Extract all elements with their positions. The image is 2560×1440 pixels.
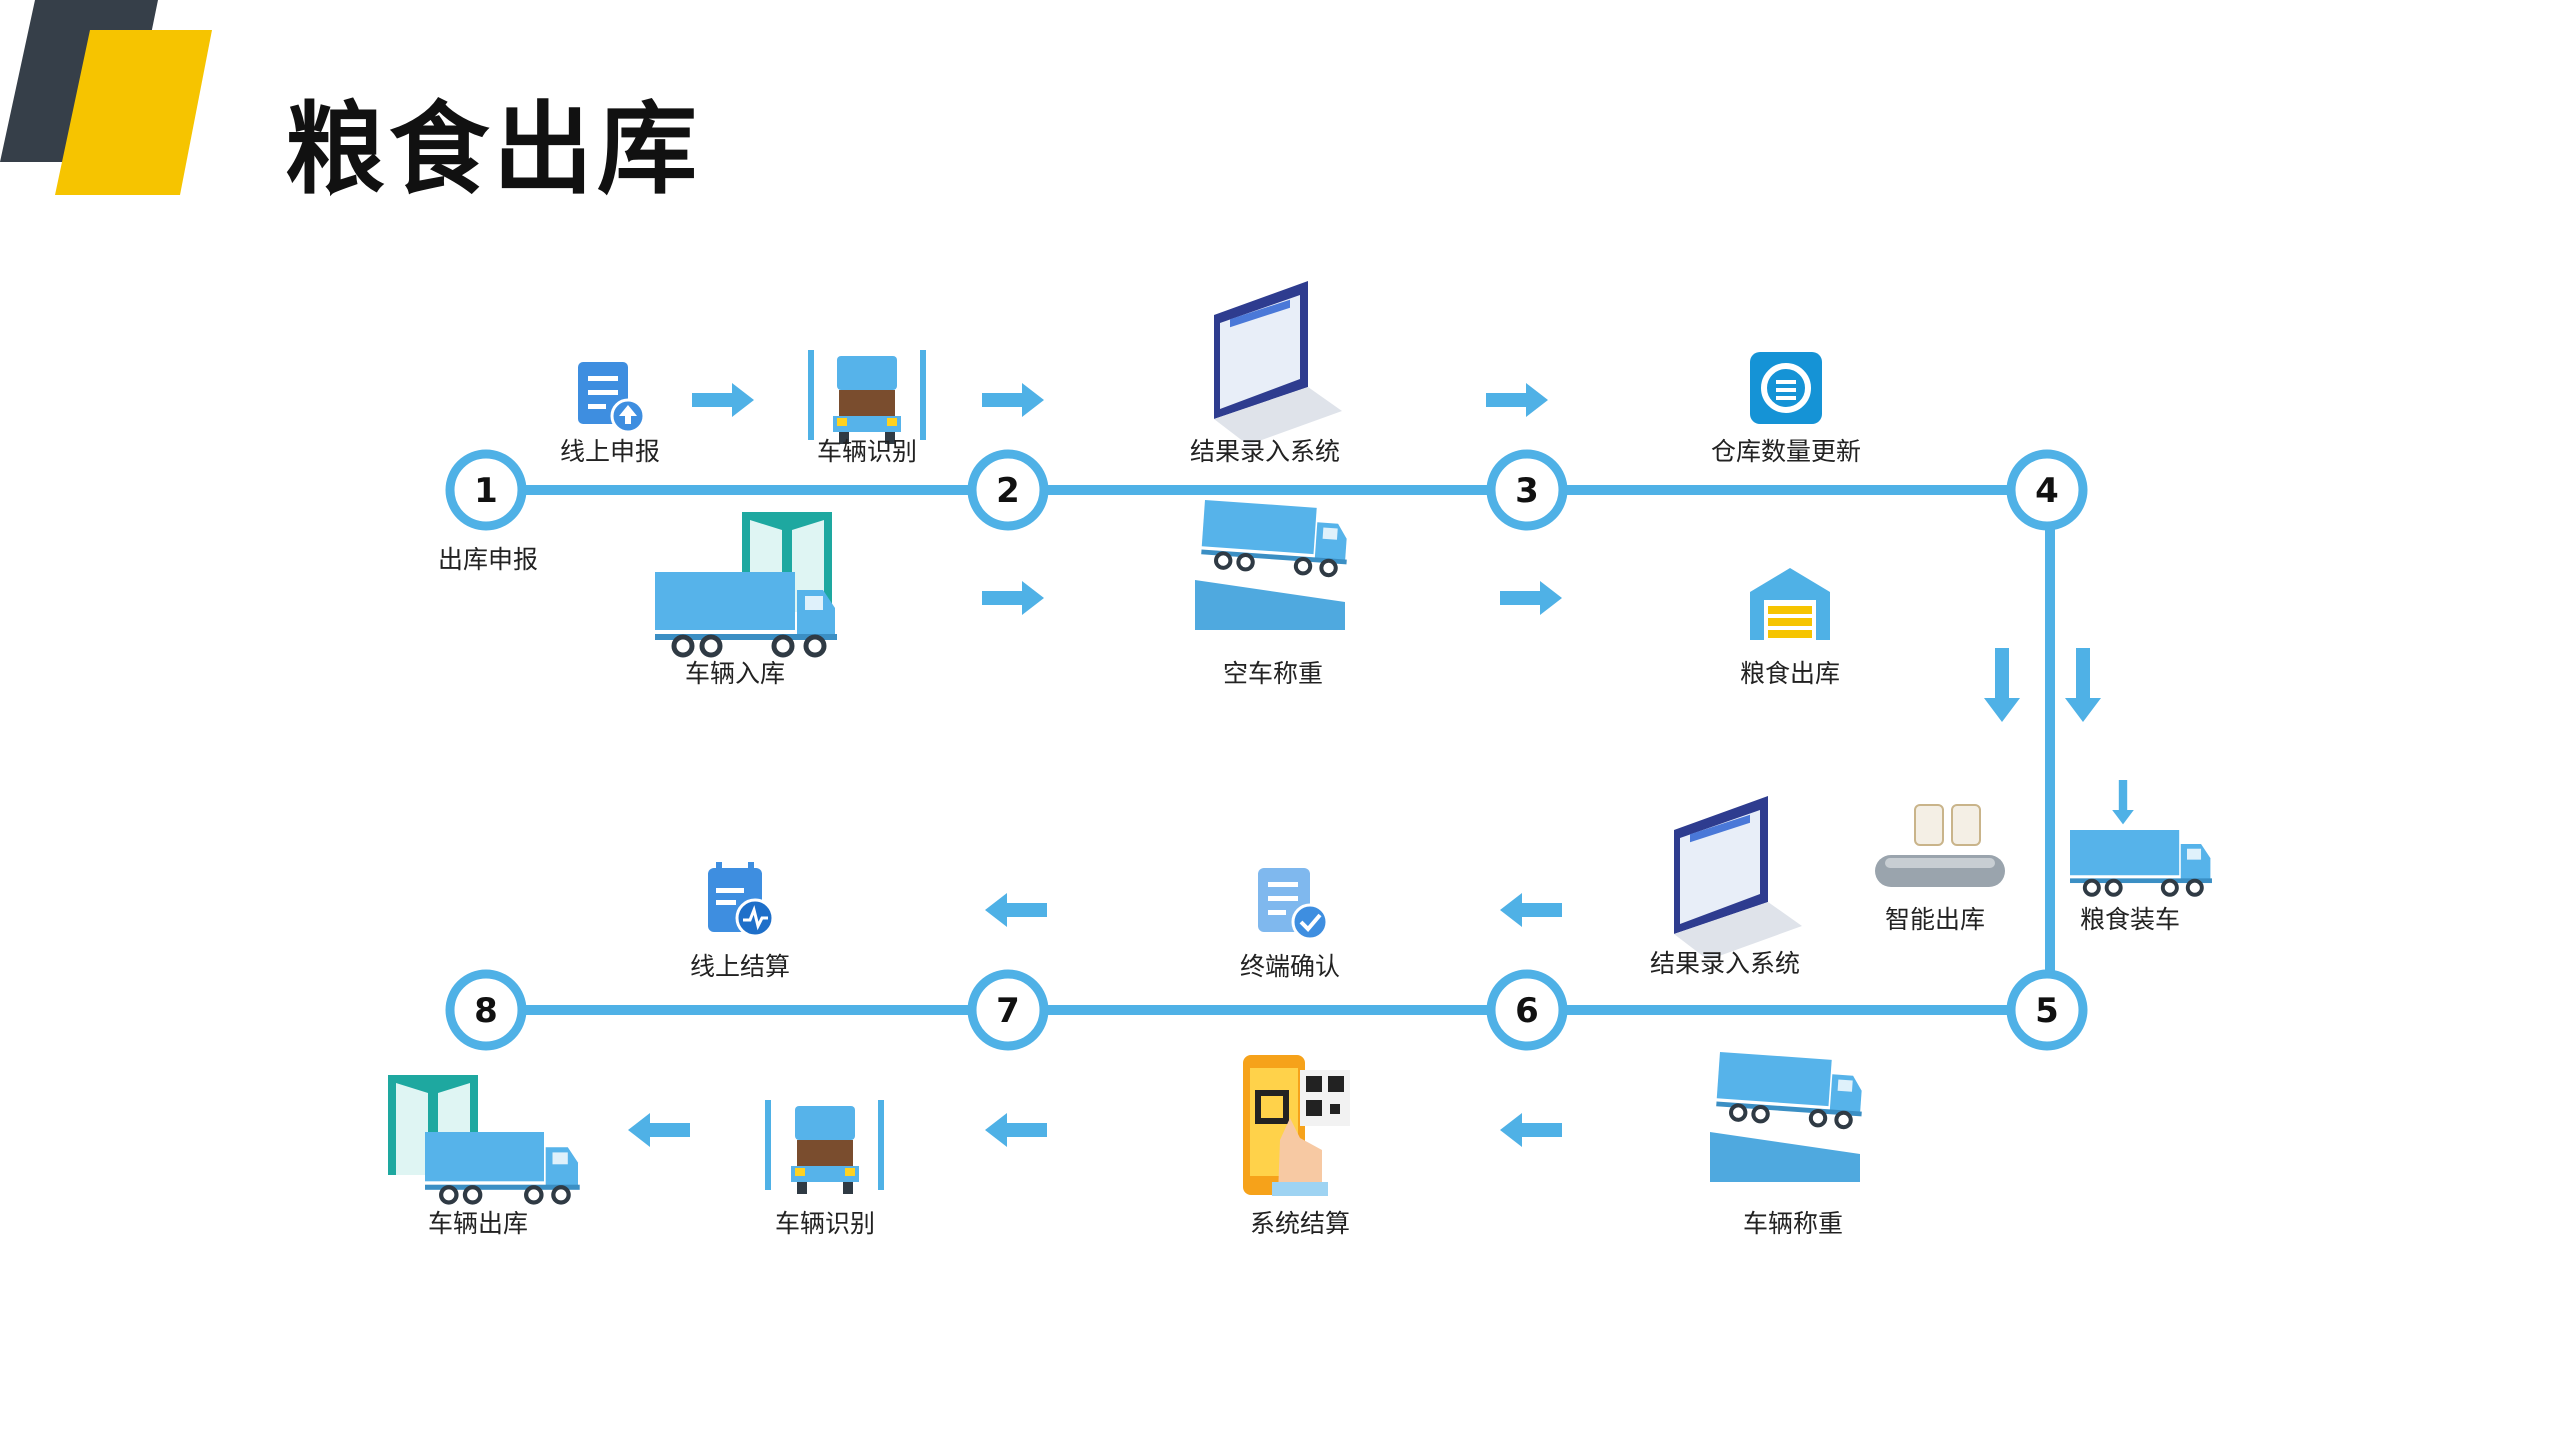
flow-lines xyxy=(515,485,2055,1015)
svg-text:系统结算: 系统结算 xyxy=(1250,1209,1350,1238)
svg-text:4: 4 xyxy=(2035,471,2059,511)
conveyor-bags-icon xyxy=(1875,804,2005,887)
step-circle-3: 3 xyxy=(1486,449,1568,531)
camera-bar-left xyxy=(765,1100,771,1190)
item-smart-out: 智能出库 xyxy=(1875,804,2005,934)
calendar-chart-icon xyxy=(708,862,775,938)
arrows xyxy=(628,383,2101,1147)
svg-text:1: 1 xyxy=(474,471,498,511)
item-result-entry-1: 结果录入系统 xyxy=(1190,281,1342,466)
item-empty-weigh: 空车称重 xyxy=(1195,500,1350,688)
arrow-left-icon xyxy=(628,1113,690,1147)
item-warehouse-update: 仓库数量更新 xyxy=(1711,352,1861,466)
item-online-settle: 线上结算 xyxy=(690,862,790,981)
arrow-left-icon xyxy=(985,893,1047,927)
svg-text:2: 2 xyxy=(996,471,1020,511)
svg-text:6: 6 xyxy=(1515,991,1539,1031)
camera-bar-right xyxy=(920,350,926,440)
svg-text:仓库数量更新: 仓库数量更新 xyxy=(1711,437,1861,466)
item-online-declare: 线上申报 xyxy=(560,362,660,466)
step-circle-2: 2 xyxy=(967,449,1049,531)
arrow-right-icon xyxy=(982,383,1044,417)
item-vehicle-recognize-2: 车辆识别 xyxy=(765,1100,884,1238)
svg-text:结果录入系统: 结果录入系统 xyxy=(1190,437,1340,466)
svg-text:粮食装车: 粮食装车 xyxy=(2080,905,2180,934)
svg-text:线上申报: 线上申报 xyxy=(560,437,660,466)
arrow-down-icon xyxy=(2065,648,2101,722)
svg-text:车辆入库: 车辆入库 xyxy=(685,659,785,688)
truck-front-icon xyxy=(833,356,901,444)
svg-text:车辆出库: 车辆出库 xyxy=(428,1209,528,1238)
item-terminal-confirm: 终端确认 xyxy=(1240,868,1340,981)
svg-text:结果录入系统: 结果录入系统 xyxy=(1650,949,1800,978)
svg-text:车辆称重: 车辆称重 xyxy=(1743,1209,1843,1238)
step-circles: 1 2 3 4 5 6 7 8 xyxy=(445,449,2088,1051)
truck-icon xyxy=(425,1132,580,1203)
yellow-parallelogram xyxy=(55,30,212,195)
header-decoration xyxy=(0,0,212,195)
arrow-left-icon xyxy=(985,1113,1047,1147)
arrow-down-icon xyxy=(2112,780,2134,825)
document-upload-icon xyxy=(578,362,646,434)
truck-front-icon xyxy=(791,1106,859,1194)
arrow-left-icon xyxy=(1500,893,1562,927)
step-circle-8: 8 xyxy=(445,969,527,1051)
item-grain-out: 粮食出库 xyxy=(1740,568,1840,688)
item-vehicle-recognize-1: 车辆识别 xyxy=(808,350,926,466)
camera-bar-right xyxy=(878,1100,884,1190)
svg-text:8: 8 xyxy=(474,991,498,1031)
svg-text:粮食出库: 粮食出库 xyxy=(1740,659,1840,688)
svg-text:车辆识别: 车辆识别 xyxy=(775,1209,875,1238)
truck-icon xyxy=(2068,828,2214,897)
item-vehicle-out: 车辆出库 xyxy=(388,1075,580,1238)
arrow-left-icon xyxy=(1500,1113,1562,1147)
truck-scale-icon xyxy=(1710,1052,1865,1182)
page-title: 粮食出库 xyxy=(285,91,701,208)
item-vehicle-weigh: 车辆称重 xyxy=(1710,1052,1865,1238)
step-1-label: 出库申报 xyxy=(438,545,538,574)
step-circle-7: 7 xyxy=(967,969,1049,1051)
arrow-down-icon xyxy=(1984,648,2020,722)
svg-text:5: 5 xyxy=(2035,991,2059,1031)
warehouse-app-icon xyxy=(1750,352,1822,424)
item-vehicle-in: 车辆入库 xyxy=(655,512,837,688)
svg-text:智能出库: 智能出库 xyxy=(1885,905,1985,934)
laptop-icon xyxy=(1674,796,1802,960)
svg-text:7: 7 xyxy=(996,991,1020,1031)
truck-scale-icon xyxy=(1195,500,1350,630)
camera-bar-left xyxy=(808,350,814,440)
item-result-entry-2: 结果录入系统 xyxy=(1650,796,1802,978)
laptop-icon xyxy=(1214,281,1342,445)
step-circle-5: 5 xyxy=(2006,969,2088,1051)
svg-text:线上结算: 线上结算 xyxy=(690,952,790,981)
item-system-settle: 系统结算 xyxy=(1243,1055,1350,1238)
svg-text:终端确认: 终端确认 xyxy=(1240,952,1340,981)
arrow-right-icon xyxy=(692,383,754,417)
step-circle-4: 4 xyxy=(2006,449,2088,531)
document-check-icon xyxy=(1258,868,1329,941)
warehouse-icon xyxy=(1750,568,1830,640)
svg-text:3: 3 xyxy=(1515,471,1539,511)
item-grain-load: 粮食装车 xyxy=(2068,780,2214,934)
arrow-right-icon xyxy=(1486,383,1548,417)
step-circle-6: 6 xyxy=(1486,969,1568,1051)
arrow-right-icon xyxy=(982,581,1044,615)
arrow-right-icon xyxy=(1500,581,1562,615)
phone-qr-scan-icon xyxy=(1243,1055,1350,1196)
svg-text:车辆识别: 车辆识别 xyxy=(817,437,917,466)
step-circle-1: 1 xyxy=(445,449,527,531)
svg-text:空车称重: 空车称重 xyxy=(1223,659,1323,688)
